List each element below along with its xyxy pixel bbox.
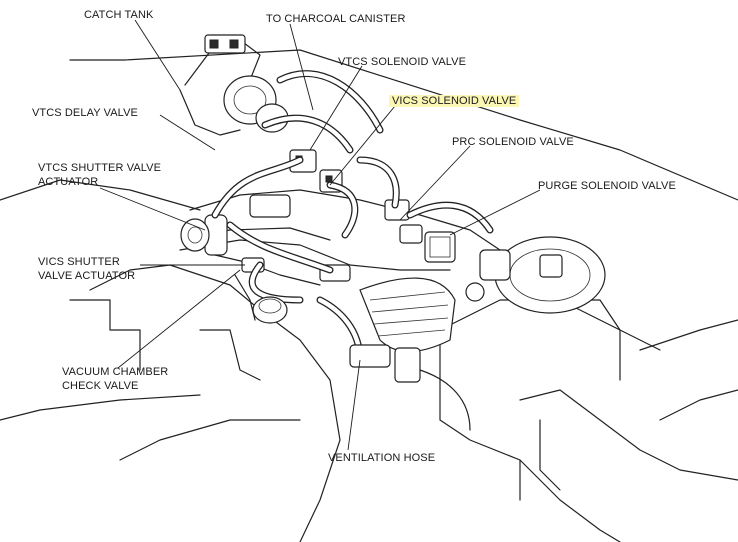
label-vtcs-solenoid-valve: VTCS SOLENOID VALVE	[338, 56, 467, 68]
label-vacuum-chamber-line2: CHECK VALVE	[62, 380, 139, 392]
intake-manifold	[179, 189, 501, 286]
label-ventilation-hose: VENTILATION HOSE	[328, 452, 436, 464]
label-vtcs-delay-valve: VTCS DELAY VALVE	[32, 107, 138, 119]
catch-tank	[179, 34, 289, 136]
label-vtcs-shutter-valve-line2: ACTUATOR	[38, 176, 99, 188]
label-vics-shutter-line1: VICS SHUTTER	[38, 256, 120, 268]
strut-tower	[465, 236, 606, 314]
label-purge-solenoid-valve: PURGE SOLENOID VALVE	[538, 180, 676, 192]
ventilation-hose-shape	[349, 277, 471, 431]
label-prc-solenoid-valve: PRC SOLENOID VALVE	[452, 136, 574, 148]
label-vacuum-chamber-line1: VACUUM CHAMBER	[62, 366, 169, 378]
label-catch-tank: CATCH TANK	[84, 9, 154, 21]
highlight-vics-solenoid-valve: VICS SOLENOID VALVE	[389, 95, 520, 107]
label-vics-solenoid-valve: VICS SOLENOID VALVE	[389, 95, 520, 108]
label-vtcs-shutter-valve-line1: VTCS SHUTTER VALVE	[38, 162, 162, 174]
label-to-charcoal-canister: TO CHARCOAL CANISTER	[266, 13, 406, 25]
leader-lines	[99, 19, 541, 451]
label-vics-shutter-line2: VALVE ACTUATOR	[38, 270, 136, 282]
vacuum-chamber	[234, 274, 288, 324]
